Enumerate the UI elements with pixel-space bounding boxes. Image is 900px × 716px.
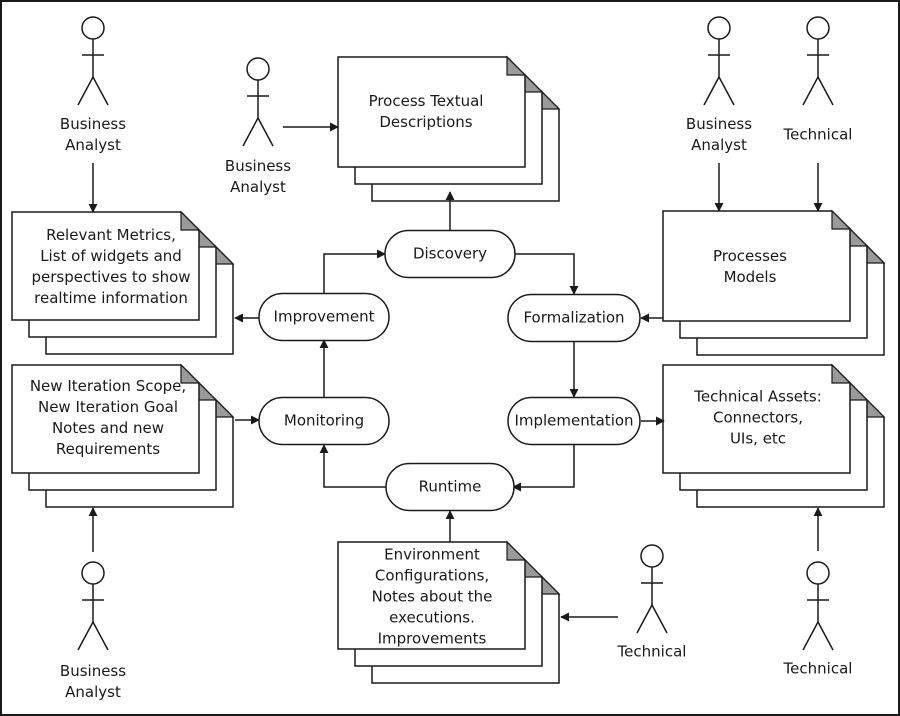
actor-technical-top-right: Technical [783,16,853,144]
actor-head-icon [806,561,830,585]
relevant-metrics-doc-line: perspectives to show [31,268,190,286]
actors: BusinessAnalystBusinessAnalystBusinessAn… [60,16,853,701]
implementation-to-runtime-arrow [512,444,575,492]
stage-runtime: Runtime [385,462,515,512]
stage-monitoring-label: Monitoring [284,412,364,430]
new-iteration-scope-doc-line: Notes and new [52,419,164,437]
actor-head-icon [81,16,105,40]
stage-formalization-label: Formalization [523,309,624,327]
processes-models-doc-line: Processes [713,247,787,265]
improvement-to-discovery-arrow [323,249,386,293]
stage-improvement-label: Improvement [274,308,375,326]
stage-formalization: Formalization [507,293,641,343]
processes-models-doc-line: Models [724,268,777,286]
actor-head-icon [81,561,105,585]
new-iteration-scope-doc: New Iteration Scope, New Iteration GoalNo… [11,363,235,508]
actor-business-analyst-bottom-left-label-line: Analyst [65,683,121,701]
stage-pills: DiscoveryFormalizationImplementationRunt… [258,229,641,512]
relevant-metrics-doc-line: Relevant Metrics, [46,226,176,244]
environment-configurations-doc-line: Configurations, [375,567,489,585]
environment-configurations-doc-line: Improvements [378,630,487,648]
stage-implementation: Implementation [507,396,641,446]
stage-improvement: Improvement [258,292,390,342]
environment-configurations-doc-line: executions. [389,609,475,627]
actor-head-icon [640,544,664,568]
runtime-to-monitoring-arrow [319,444,386,488]
discovery-to-formalization-arrow [515,253,579,295]
relevant-metrics-doc-line: realtime information [34,289,188,307]
new-iteration-scope-doc-line: New Iteration Goal [38,398,178,416]
actor-technical-bottom-center: Technical [617,544,687,661]
stage-discovery-label: Discovery [413,245,487,263]
relevant-metrics-doc-line: List of widgets and [40,247,182,265]
actor-business-analyst-top-right-label-line: Analyst [691,136,747,154]
actor-business-analyst-top-left-label-line: Analyst [65,136,121,154]
stage-discovery: Discovery [384,229,516,279]
actor-technical-bottom-center-label-line: Technical [617,643,687,661]
actor-business-analyst-top-right-label-line: Business [686,115,752,133]
stage-monitoring: Monitoring [258,396,390,446]
technical-assets-doc-line: UIs, etc [730,430,786,448]
actor-technical-bottom-right-label-line: Technical [783,660,853,678]
actor-technical-top-right-label-line: Technical [783,126,853,144]
process-textual-descriptions-doc-line: Descriptions [379,113,472,131]
actor-head-icon [707,16,731,40]
actor-business-analyst-top-center-label-line: Business [225,157,291,175]
connectors [88,122,823,622]
technical-assets-doc-line: Connectors, [713,409,803,427]
environment-configurations-doc-line: Environment [384,546,480,564]
process-textual-descriptions-doc-line: Process Textual [369,92,484,110]
actor-business-analyst-bottom-left-label-line: Business [60,662,126,680]
stage-runtime-label: Runtime [419,478,482,496]
actor-head-icon [806,16,830,40]
technical-assets-doc-line: Technical Assets: [693,388,822,406]
actor-business-analyst-top-left-label-line: Business [60,115,126,133]
actor-head-icon [246,57,270,81]
new-iteration-scope-doc-line: Requirements [56,440,160,458]
relevant-metrics-doc: Relevant Metrics, List of widgets and pers… [11,210,235,355]
actor-business-analyst-top-center-label-line: Analyst [230,178,286,196]
environment-configurations-doc-line: Notes about the [372,588,493,606]
stage-implementation-label: Implementation [514,412,633,430]
actor-technical-bottom-right: Technical [783,561,853,678]
new-iteration-scope-doc-line: New Iteration Scope, [30,377,186,395]
technical-assets-doc: Technical Assets: Connectors, UIs, etc [662,363,886,508]
